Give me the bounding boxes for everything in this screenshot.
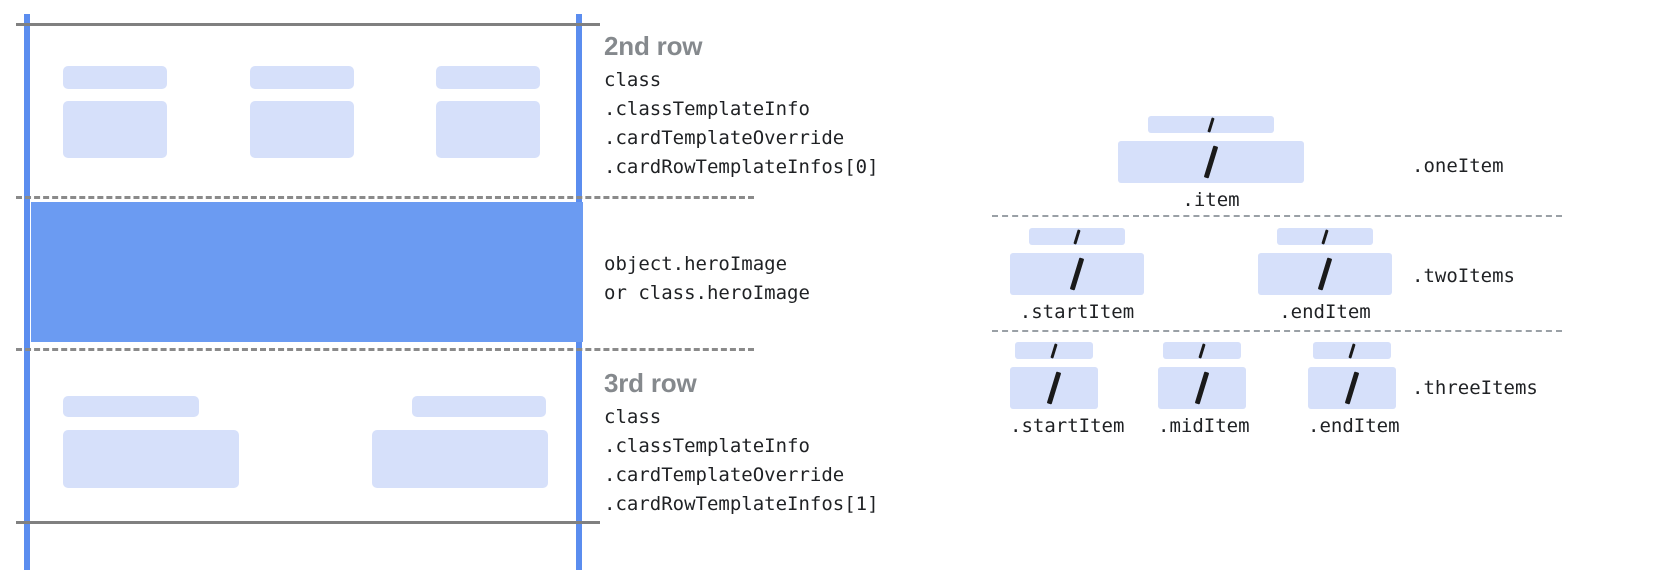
row3-code-path: class .classTemplateInfo .cardTemplateOv… [604,406,879,515]
slash-icon [1050,342,1058,359]
row2-col3-title-placeholder [436,66,540,89]
row2-bottom-divider [16,196,754,199]
item-layout-variants-panel: .item .oneItem .startItem .endItem .twoI… [960,0,1676,584]
row2-annotation: 2nd row class .classTemplateInfo .cardTe… [604,33,879,182]
row2-col1-title-placeholder [63,66,167,89]
item-cell-caption: .endItem [1308,415,1400,437]
item-body-bar [1158,367,1246,409]
item-cell: .midItem [1158,342,1250,437]
item-body-bar [1010,253,1144,295]
item-subtitle-bar [1148,116,1274,133]
slash-icon [1317,257,1333,291]
slash-icon [1203,145,1219,179]
variant-label-two-items: .twoItems [1412,265,1515,287]
row3-col2-title-placeholder [412,396,546,417]
row2-col1-body-placeholder [63,101,167,158]
variant-label-three-items: .threeItems [1412,377,1538,399]
variant-label-one-item: .oneItem [1412,155,1504,177]
item-subtitle-bar [1015,342,1093,359]
item-cell-caption: .midItem [1158,415,1250,437]
item-cell: .startItem [1010,228,1144,323]
item-body-bar [1258,253,1392,295]
item-subtitle-bar [1163,342,1241,359]
card-bottom-rule [16,521,600,524]
item-cell-caption: .endItem [1279,301,1371,323]
item-subtitle-bar [1313,342,1391,359]
variant-divider-2 [992,330,1562,332]
row2-col2-title-placeholder [250,66,354,89]
row3-col1-body-placeholder [63,430,239,488]
slash-icon [1207,116,1215,133]
item-cell: .item [1118,116,1304,211]
item-subtitle-bar [1029,228,1125,245]
item-cell: .endItem [1308,342,1400,437]
slash-icon [1321,228,1329,245]
item-cell: .startItem [1010,342,1125,437]
card-row-structure-panel [0,0,754,584]
row3-annotation: 3rd row class .classTemplateInfo .cardTe… [604,370,879,519]
item-cell-caption: .item [1182,189,1240,211]
slash-icon [1198,342,1206,359]
row2-col3-body-placeholder [436,101,540,158]
row2-heading: 2nd row [604,31,703,61]
row3-top-divider [16,348,754,351]
slash-icon [1348,342,1356,359]
hero-code-path: object.heroImage or class.heroImage [604,253,810,304]
item-body-bar [1118,141,1304,183]
item-cell: .endItem [1258,228,1392,323]
row2-col2-body-placeholder [250,101,354,158]
row3-col2-body-placeholder [372,430,548,488]
slash-icon [1194,371,1210,405]
slash-icon [1069,257,1085,291]
row3-heading: 3rd row [604,368,697,398]
item-cell-caption: .startItem [1010,415,1125,437]
hero-image-band [31,202,583,342]
slash-icon [1073,228,1081,245]
card-left-edge-guide [24,14,30,570]
slash-icon [1046,371,1062,405]
card-top-rule [16,23,600,26]
hero-annotation: object.heroImage or class.heroImage [604,250,810,308]
item-body-bar [1010,367,1098,409]
row3-col1-title-placeholder [63,396,199,417]
item-cell-caption: .startItem [1019,301,1135,323]
variant-divider-1 [992,215,1562,217]
row2-code-path: class .classTemplateInfo .cardTemplateOv… [604,69,879,178]
item-subtitle-bar [1277,228,1373,245]
slash-icon [1344,371,1360,405]
item-body-bar [1308,367,1396,409]
